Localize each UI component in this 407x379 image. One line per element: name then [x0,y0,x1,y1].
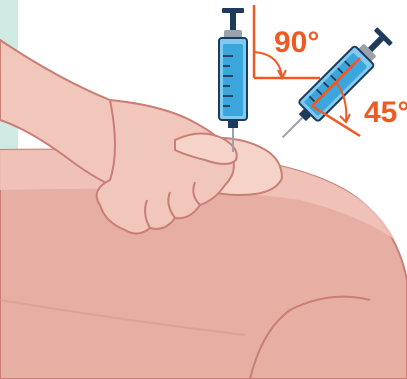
angle-label-45: 45° [364,98,407,128]
angle-label-90: 90° [274,28,319,58]
syringe-icon [219,8,247,152]
